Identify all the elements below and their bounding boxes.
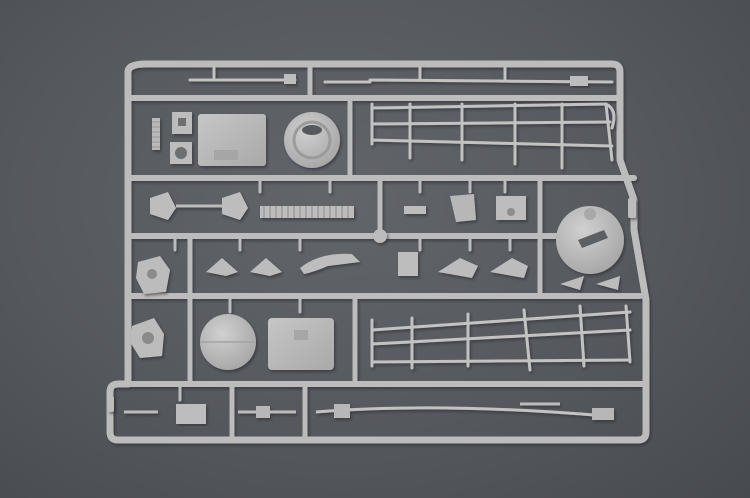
rod-parts-top: [188, 66, 614, 86]
sprue-frame: [106, 60, 650, 444]
parts-row-4: [136, 252, 620, 294]
parts-row-5: [130, 314, 334, 370]
parts-row-3: [150, 192, 624, 274]
railing-parts-lower: [370, 304, 632, 372]
parts-row-bottom: [124, 402, 614, 424]
sprue-tabs: [108, 198, 636, 412]
railing-parts-upper: [370, 102, 616, 170]
parts-row-2: [152, 112, 340, 168]
